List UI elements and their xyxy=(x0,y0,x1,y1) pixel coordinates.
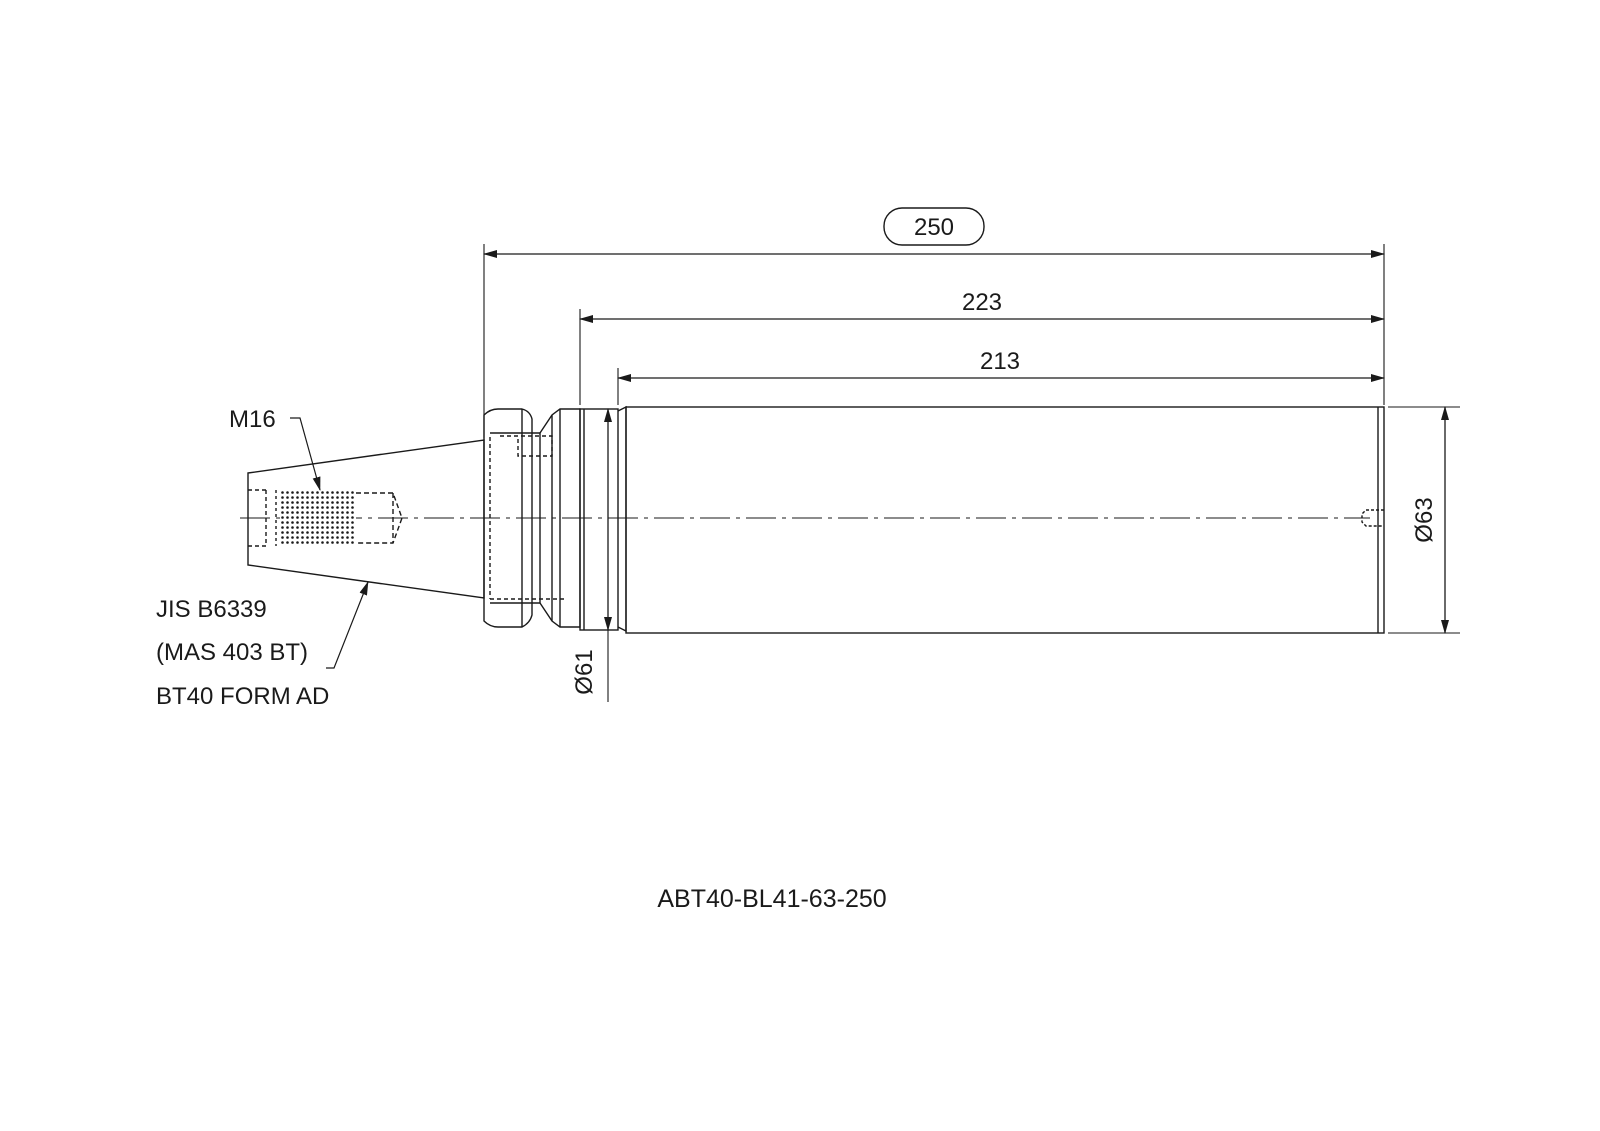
dim-diameter-63: Ø63 xyxy=(1411,497,1438,542)
overall-length-box xyxy=(883,207,985,246)
dim-diameter-61: Ø61 xyxy=(571,649,598,694)
leader-m16 xyxy=(290,417,321,491)
taper-shank xyxy=(247,439,485,599)
standard-callout-line1: JIS B6339 xyxy=(156,596,267,623)
thread-callout: M16 xyxy=(229,406,276,433)
neck-section xyxy=(579,405,627,633)
standard-callout-line3: BT40 FORM AD xyxy=(156,683,329,710)
standard-callout-line2: (MAS 403 BT) xyxy=(156,639,308,666)
dim-length-223: 223 xyxy=(962,289,1002,316)
leader-lines xyxy=(290,417,369,669)
flange xyxy=(483,408,581,628)
part-number: ABT40-BL41-63-250 xyxy=(657,885,886,913)
dim-length-213: 213 xyxy=(980,348,1020,375)
dimension-lines xyxy=(483,250,1449,634)
leader-taper xyxy=(326,581,369,669)
thread-bore xyxy=(280,490,356,546)
main-body xyxy=(625,406,1385,634)
dim-overall-length: 250 xyxy=(914,214,954,241)
